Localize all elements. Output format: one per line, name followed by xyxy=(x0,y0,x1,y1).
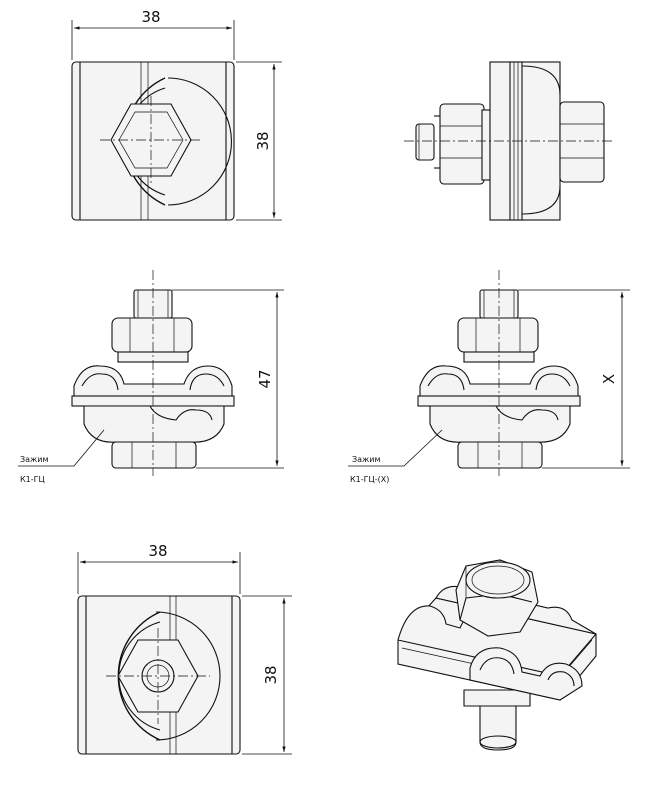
bottom-plan-view xyxy=(77,552,292,755)
mid-right-label-line1: Зажим xyxy=(352,455,380,464)
top-side-view xyxy=(404,61,612,221)
top-plan-view xyxy=(71,20,282,221)
mid-right-height-dim: X xyxy=(600,374,618,384)
isometric-view xyxy=(397,559,597,751)
mid-front-view-x xyxy=(348,270,630,476)
mid-right-label-line2: К1-ГЦ-(Х) xyxy=(350,475,389,484)
bottom-view-width-dim: 38 xyxy=(148,542,167,560)
mid-front-view-47 xyxy=(18,270,284,476)
bottom-view-height-dim: 38 xyxy=(262,665,280,684)
top-view-width-dim: 38 xyxy=(141,8,160,26)
mid-left-label-line1: Зажим xyxy=(20,455,48,464)
top-view-height-dim: 38 xyxy=(254,131,272,150)
mid-left-label-line2: К1-ГЦ xyxy=(20,475,45,484)
mid-left-height-dim: 47 xyxy=(256,369,274,388)
